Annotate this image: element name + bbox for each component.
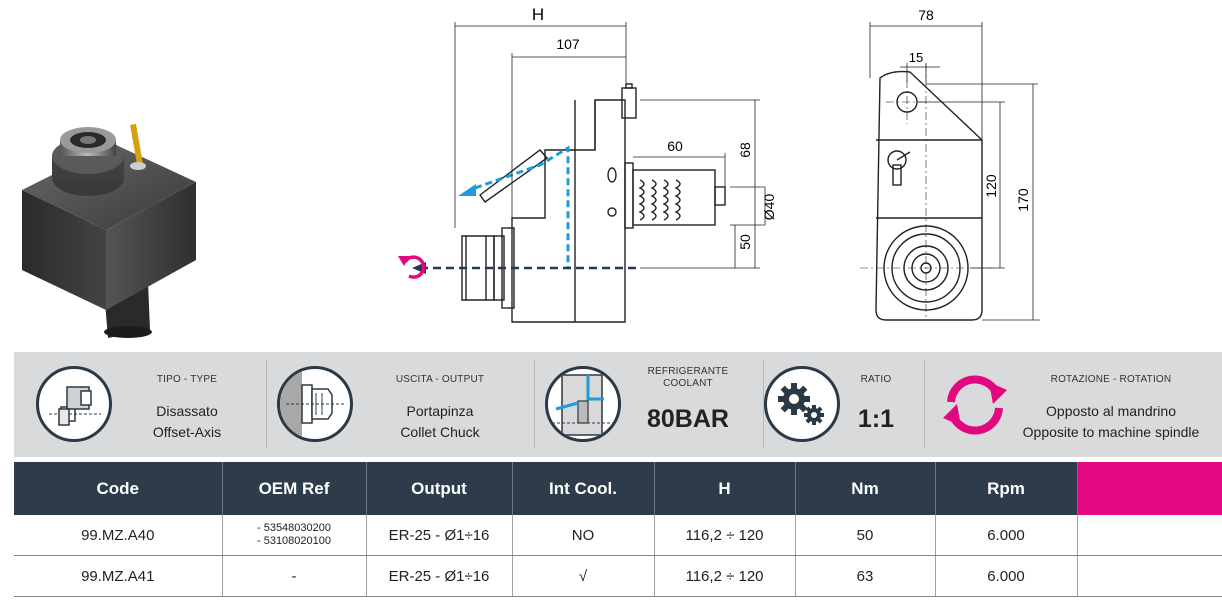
cell-int-cool: NO [512, 515, 655, 556]
col-header-int-cool: Int Cool. [512, 462, 655, 515]
spec-strip: TIPO - TYPE Disassato Offset-Axis USCITA… [14, 352, 1222, 457]
dim-H-label: H [532, 5, 544, 24]
col-header-output: Output [366, 462, 513, 515]
spec-rotation-label: ROTAZIONE - ROTATION [1050, 374, 1172, 385]
front-view-drawing: 78 15 120 170 [860, 7, 1040, 321]
rotation-indicator-icon [398, 255, 426, 279]
dim-15-label: 15 [909, 50, 923, 65]
dim-50-label: 50 [737, 234, 753, 250]
spec-coolant-value: 80BAR [647, 405, 729, 433]
cell-h: 116,2 ÷ 120 [654, 515, 796, 556]
spec-rotation-value-line2: Opposite to machine spindle [1022, 424, 1200, 440]
coolant-icon [545, 366, 621, 442]
col-header-rpm: Rpm [935, 462, 1078, 515]
cell-oem-ref: - [222, 555, 367, 597]
spec-output-value: Portapinza Collet Chuck [375, 401, 505, 443]
table-row[interactable]: 99.MZ.A40 - 53548030200 - 53108020100 ER… [14, 515, 1222, 556]
cell-nm: 50 [795, 515, 936, 556]
col-header-accent [1077, 462, 1222, 515]
spec-rotation: ROTAZIONE - ROTATION Opposto al mandrino… [925, 352, 1222, 457]
cell-output: ER-25 - Ø1÷16 [366, 515, 513, 556]
spec-output: USCITA - OUTPUT Portapinza Collet Chuck [267, 352, 534, 457]
spec-coolant-label-line2: COOLANT [663, 378, 713, 389]
cell-oem-ref: - 53548030200 - 53108020100 [222, 515, 367, 556]
offset-axis-icon [36, 366, 112, 442]
oem-ref-line: - 53108020100 [256, 535, 331, 547]
cell-code: 99.MZ.A41 [14, 555, 223, 597]
dim-107-label: 107 [556, 36, 580, 52]
spec-divider [266, 360, 267, 448]
dim-40-label: Ø40 [761, 194, 777, 221]
spec-ratio-label: RATIO [860, 374, 892, 385]
cell-int-cool-check: √ [512, 555, 655, 597]
cell-code: 99.MZ.A40 [14, 515, 223, 556]
col-header-oem-ref: OEM Ref [222, 462, 367, 515]
spec-ratio-value: 1:1 [857, 405, 895, 433]
table-row[interactable]: 99.MZ.A41 - ER-25 - Ø1÷16 √ 116,2 ÷ 120 … [14, 555, 1222, 597]
spec-coolant-label: REFRIGERANTE COOLANT [633, 366, 743, 390]
col-header-code: Code [14, 462, 223, 515]
gears-icon [764, 366, 840, 442]
col-header-nm: Nm [795, 462, 936, 515]
side-view-drawing: H 107 60 68 Ø40 50 [398, 5, 777, 323]
spec-type-value-line2: Offset-Axis [152, 424, 222, 440]
spec-divider [534, 360, 535, 448]
spec-type-label: TIPO - TYPE [156, 374, 218, 385]
oem-ref-line: - 53548030200 [256, 522, 331, 534]
cell-rpm: 6.000 [935, 555, 1078, 597]
spec-type-value-line1: Disassato [156, 403, 218, 419]
collet-chuck-icon [277, 366, 353, 442]
rotation-arrows-icon [943, 375, 1007, 435]
cell-empty [1077, 515, 1222, 556]
dim-78-label: 78 [918, 7, 934, 23]
cell-nm: 63 [795, 555, 936, 597]
cell-output: ER-25 - Ø1÷16 [366, 555, 513, 597]
dim-68-label: 68 [737, 142, 753, 158]
cell-empty [1077, 555, 1222, 597]
dim-170-label: 170 [1015, 188, 1031, 212]
spec-coolant: REFRIGERANTE COOLANT 80BAR [535, 352, 763, 457]
spec-coolant-label-line1: REFRIGERANTE [647, 366, 729, 377]
col-header-h: H [654, 462, 796, 515]
spec-divider [763, 360, 764, 448]
cell-h: 116,2 ÷ 120 [654, 555, 796, 597]
spec-type: TIPO - TYPE Disassato Offset-Axis [14, 352, 266, 457]
table-header-row: Code OEM Ref Output Int Cool. H Nm Rpm [14, 462, 1222, 515]
spec-output-label: USCITA - OUTPUT [395, 374, 485, 385]
spec-type-value: Disassato Offset-Axis [126, 401, 248, 443]
spec-divider [924, 360, 925, 448]
spec-rotation-value-line1: Opposto al mandrino [1046, 403, 1176, 419]
spec-output-value-line1: Portapinza [406, 403, 474, 419]
product-table: Code OEM Ref Output Int Cool. H Nm Rpm 9… [14, 462, 1222, 597]
spec-output-value-line2: Collet Chuck [400, 424, 480, 440]
cell-rpm: 6.000 [935, 515, 1078, 556]
spec-ratio: RATIO 1:1 [764, 352, 924, 457]
spec-rotation-value: Opposto al mandrino Opposite to machine … [1011, 401, 1211, 443]
product-photo [22, 123, 196, 338]
dim-60-label: 60 [667, 138, 683, 154]
dim-120-label: 120 [983, 174, 999, 198]
